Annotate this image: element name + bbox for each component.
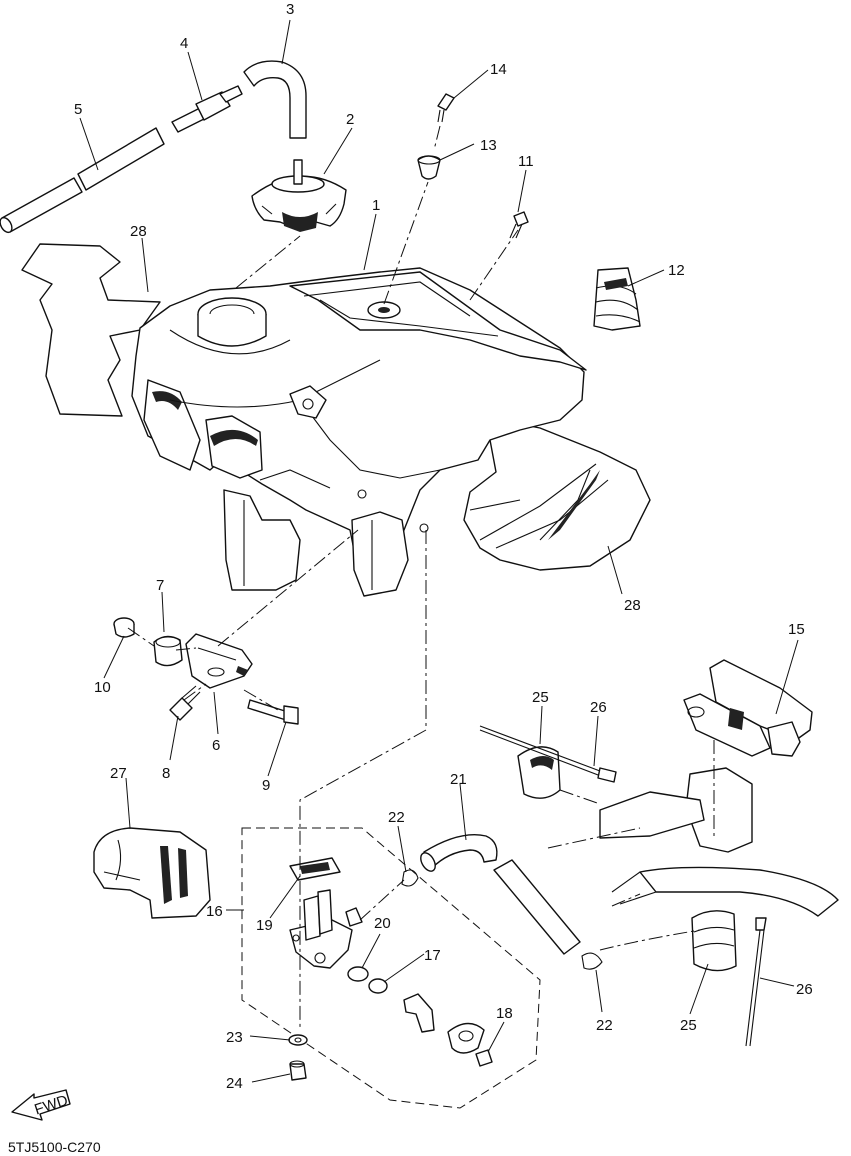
part-28-left-shield: [21, 243, 161, 417]
part-18-plate: [447, 1022, 493, 1067]
callout-26-lower: 26: [796, 981, 813, 998]
callout-13: 13: [480, 137, 497, 154]
callout-26-upper: 26: [590, 699, 607, 716]
callout-1: 1: [372, 197, 380, 214]
part-22-clips: [401, 869, 603, 970]
callout-7: 7: [156, 577, 164, 594]
callout-4: 4: [180, 35, 188, 52]
part-21-fuel-hose: [420, 834, 581, 955]
callout-2: 2: [346, 111, 354, 128]
callout-21: 21: [450, 771, 467, 788]
part-27-protector: [93, 827, 211, 919]
part-16-fuel-cock-assy: [241, 827, 541, 1109]
part-23-washer: [288, 1034, 308, 1046]
callout-22-right: 22: [596, 1017, 613, 1034]
callout-6: 6: [212, 737, 220, 754]
part-1-fuel-tank: [131, 267, 587, 597]
part-11-bolt: [509, 211, 529, 239]
callout-28-right: 28: [624, 597, 641, 614]
part-25-lower-damper: [691, 910, 737, 972]
callout-23: 23: [226, 1029, 243, 1046]
callout-15: 15: [788, 621, 805, 638]
part-24-bolt: [289, 1060, 307, 1081]
part-2-fuel-cap: [251, 159, 347, 232]
assembly-lines: [127, 125, 715, 1030]
part-25-upper-damper: [517, 746, 561, 799]
part-9-bolt: [247, 699, 299, 725]
part-4-check-valve: [171, 85, 243, 133]
part-5-hose: [0, 127, 165, 234]
part-19-filter: [289, 857, 341, 881]
leader-lines: [79, 19, 799, 1083]
part-26-upper-tie: [479, 725, 617, 783]
callout-8: 8: [162, 765, 170, 782]
callout-27: 27: [110, 765, 127, 782]
part-28-right-shroud: [443, 395, 651, 571]
callout-18: 18: [496, 1005, 513, 1022]
fwd-label: FWD: [32, 1092, 70, 1119]
part-17-seal: [368, 978, 388, 994]
diagram-code: 5TJ5100-C270: [8, 1139, 101, 1155]
part-10-bolt: [113, 617, 135, 638]
part-14-bolt: [437, 93, 455, 123]
callout-11: 11: [518, 153, 534, 170]
callout-10: 10: [94, 679, 111, 696]
callout-3: 3: [286, 1, 294, 18]
part-13-collar: [417, 155, 441, 180]
part-3-breather-hose: [243, 60, 307, 139]
callout-9: 9: [262, 777, 270, 794]
frame-tubes: [599, 767, 839, 917]
part-20-seal: [347, 966, 369, 982]
part-12-clip: [593, 267, 641, 331]
part-15-bracket: [683, 659, 813, 757]
callout-28-left: 28: [130, 223, 147, 240]
callout-25-upper: 25: [532, 689, 549, 706]
part-26-lower-tie: [745, 917, 767, 1047]
part-8-bolt: [169, 685, 201, 721]
callout-14: 14: [490, 61, 507, 78]
callout-22-left: 22: [388, 809, 405, 826]
callout-24: 24: [226, 1075, 243, 1092]
fwd-arrow: FWD: [11, 1089, 71, 1121]
callout-17: 17: [424, 947, 441, 964]
callout-12: 12: [668, 262, 685, 279]
part-7-grommet: [153, 635, 183, 667]
callout-16: 16: [206, 903, 223, 920]
part-6-bracket: [185, 633, 253, 689]
callout-5: 5: [74, 101, 82, 118]
callout-19: 19: [256, 917, 273, 934]
part-lever: [403, 993, 435, 1033]
callout-25-lower: 25: [680, 1017, 697, 1034]
callout-labels: 1 2 3 4 5 6 7 8 9 10 11 12 13 14 15 16 1…: [74, 1, 813, 1092]
callout-20: 20: [374, 915, 391, 932]
